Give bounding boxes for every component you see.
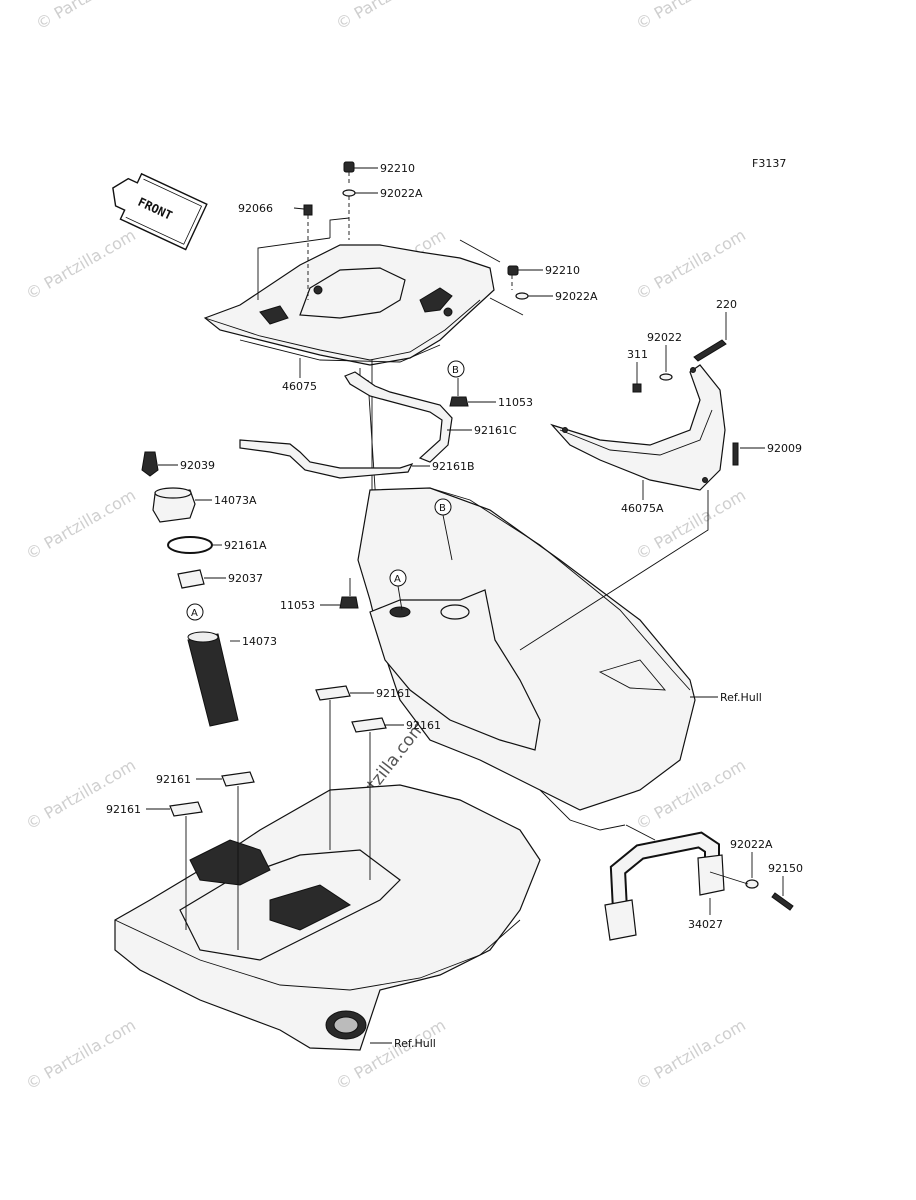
hose-14073 bbox=[187, 631, 239, 727]
marker-a-left: A bbox=[186, 603, 204, 621]
bolt-92066 bbox=[303, 204, 313, 216]
clip-11053-mid bbox=[339, 578, 359, 609]
watermark: © Partzilla.com bbox=[633, 225, 749, 303]
seat-cover-46075 bbox=[203, 244, 495, 366]
marker-b-top: B bbox=[447, 360, 465, 378]
svg-text:A: A bbox=[191, 608, 198, 619]
callout-92210-right: 92210 bbox=[545, 264, 580, 277]
svg-text:B: B bbox=[452, 365, 459, 376]
washer-92022 bbox=[659, 373, 673, 381]
filler-neck-14073A bbox=[152, 487, 196, 523]
watermark: © Partzilla.com bbox=[23, 1015, 139, 1093]
callout-92022: 92022 bbox=[647, 331, 682, 344]
callout-92161-1: 92161 bbox=[376, 687, 411, 700]
bolt-92150 bbox=[771, 892, 794, 911]
pad-92161-3 bbox=[221, 771, 255, 787]
callout-ref-hull-bottom: Ref.Hull bbox=[394, 1037, 436, 1050]
watermark: © Partzilla.com bbox=[633, 485, 749, 563]
callout-11053-top: 11053 bbox=[498, 396, 533, 409]
pad-92161-1 bbox=[315, 685, 351, 701]
hull-lower bbox=[114, 784, 541, 1051]
svg-text:B: B bbox=[439, 503, 446, 514]
washer-92022A-right bbox=[515, 292, 529, 300]
svg-text:A: A bbox=[394, 574, 401, 585]
o-ring-92161A bbox=[167, 536, 213, 554]
pad-guide-lines bbox=[185, 700, 371, 950]
callout-92022A-top: 92022A bbox=[380, 187, 423, 200]
callout-ref-hull-right: Ref.Hull bbox=[720, 691, 762, 704]
callout-46075: 46075 bbox=[282, 380, 317, 393]
diagram-code: F3137 bbox=[752, 157, 786, 170]
callout-14073: 14073 bbox=[242, 635, 277, 648]
pad-92161-2 bbox=[351, 717, 387, 733]
callout-92066: 92066 bbox=[238, 202, 273, 215]
callout-92022A-bottom: 92022A bbox=[730, 838, 773, 851]
callout-92022A-right: 92022A bbox=[555, 290, 598, 303]
callout-92150: 92150 bbox=[768, 862, 803, 875]
washer-92022A-bottom bbox=[745, 879, 759, 889]
handle-34027 bbox=[604, 831, 725, 941]
front-arrow-icon: FRONT bbox=[112, 172, 208, 251]
callout-11053-mid: 11053 bbox=[280, 599, 315, 612]
callout-labels: 92210 92022A 92066 92210 92022A 46075 11… bbox=[106, 162, 803, 1050]
callout-92210-top: 92210 bbox=[380, 162, 415, 175]
clip-11053-top bbox=[449, 378, 469, 407]
callout-46075A: 46075A bbox=[621, 502, 664, 515]
callout-220: 220 bbox=[716, 298, 737, 311]
callout-14073A: 14073A bbox=[214, 494, 257, 507]
watermark: © Partzilla.com bbox=[23, 485, 139, 563]
callout-92161-4: 92161 bbox=[106, 803, 141, 816]
watermark: © Partzilla.com bbox=[23, 755, 139, 833]
callout-92161A: 92161A bbox=[224, 539, 267, 552]
nut-311 bbox=[632, 383, 642, 393]
bolt-220 bbox=[693, 339, 727, 362]
gasket-92161C bbox=[344, 371, 453, 463]
callout-92161-2: 92161 bbox=[406, 719, 441, 732]
marker-b-hull: B bbox=[434, 498, 452, 516]
callout-92039: 92039 bbox=[180, 459, 215, 472]
watermark: © Partzilla.com bbox=[33, 0, 149, 33]
callout-92161B: 92161B bbox=[432, 460, 475, 473]
nut-92210-top bbox=[343, 161, 355, 173]
gasket-92161B bbox=[239, 439, 414, 479]
callout-92161C: 92161C bbox=[474, 424, 517, 437]
marker-a-hull: A bbox=[389, 569, 407, 587]
pad-92161-4 bbox=[169, 801, 203, 817]
clamp-92037 bbox=[177, 569, 205, 589]
watermark: © Partzilla.com bbox=[333, 0, 449, 33]
fitting-92039 bbox=[141, 451, 159, 477]
callout-92161-3: 92161 bbox=[156, 773, 191, 786]
callout-34027: 34027 bbox=[688, 918, 723, 931]
cover-46075A bbox=[550, 364, 726, 491]
washer-92022A-top bbox=[342, 189, 356, 197]
leader-lines bbox=[146, 167, 784, 1044]
nut-92210-right bbox=[507, 265, 519, 276]
callout-92009: 92009 bbox=[767, 442, 802, 455]
watermark: © Partzilla.com bbox=[633, 0, 749, 33]
hull-upper bbox=[357, 487, 696, 831]
watermark: © Partzilla.com bbox=[633, 1015, 749, 1093]
callout-311: 311 bbox=[627, 348, 648, 361]
watermark: © Partzilla.com bbox=[23, 225, 139, 303]
bolt-92009 bbox=[732, 442, 739, 466]
callout-92037: 92037 bbox=[228, 572, 263, 585]
